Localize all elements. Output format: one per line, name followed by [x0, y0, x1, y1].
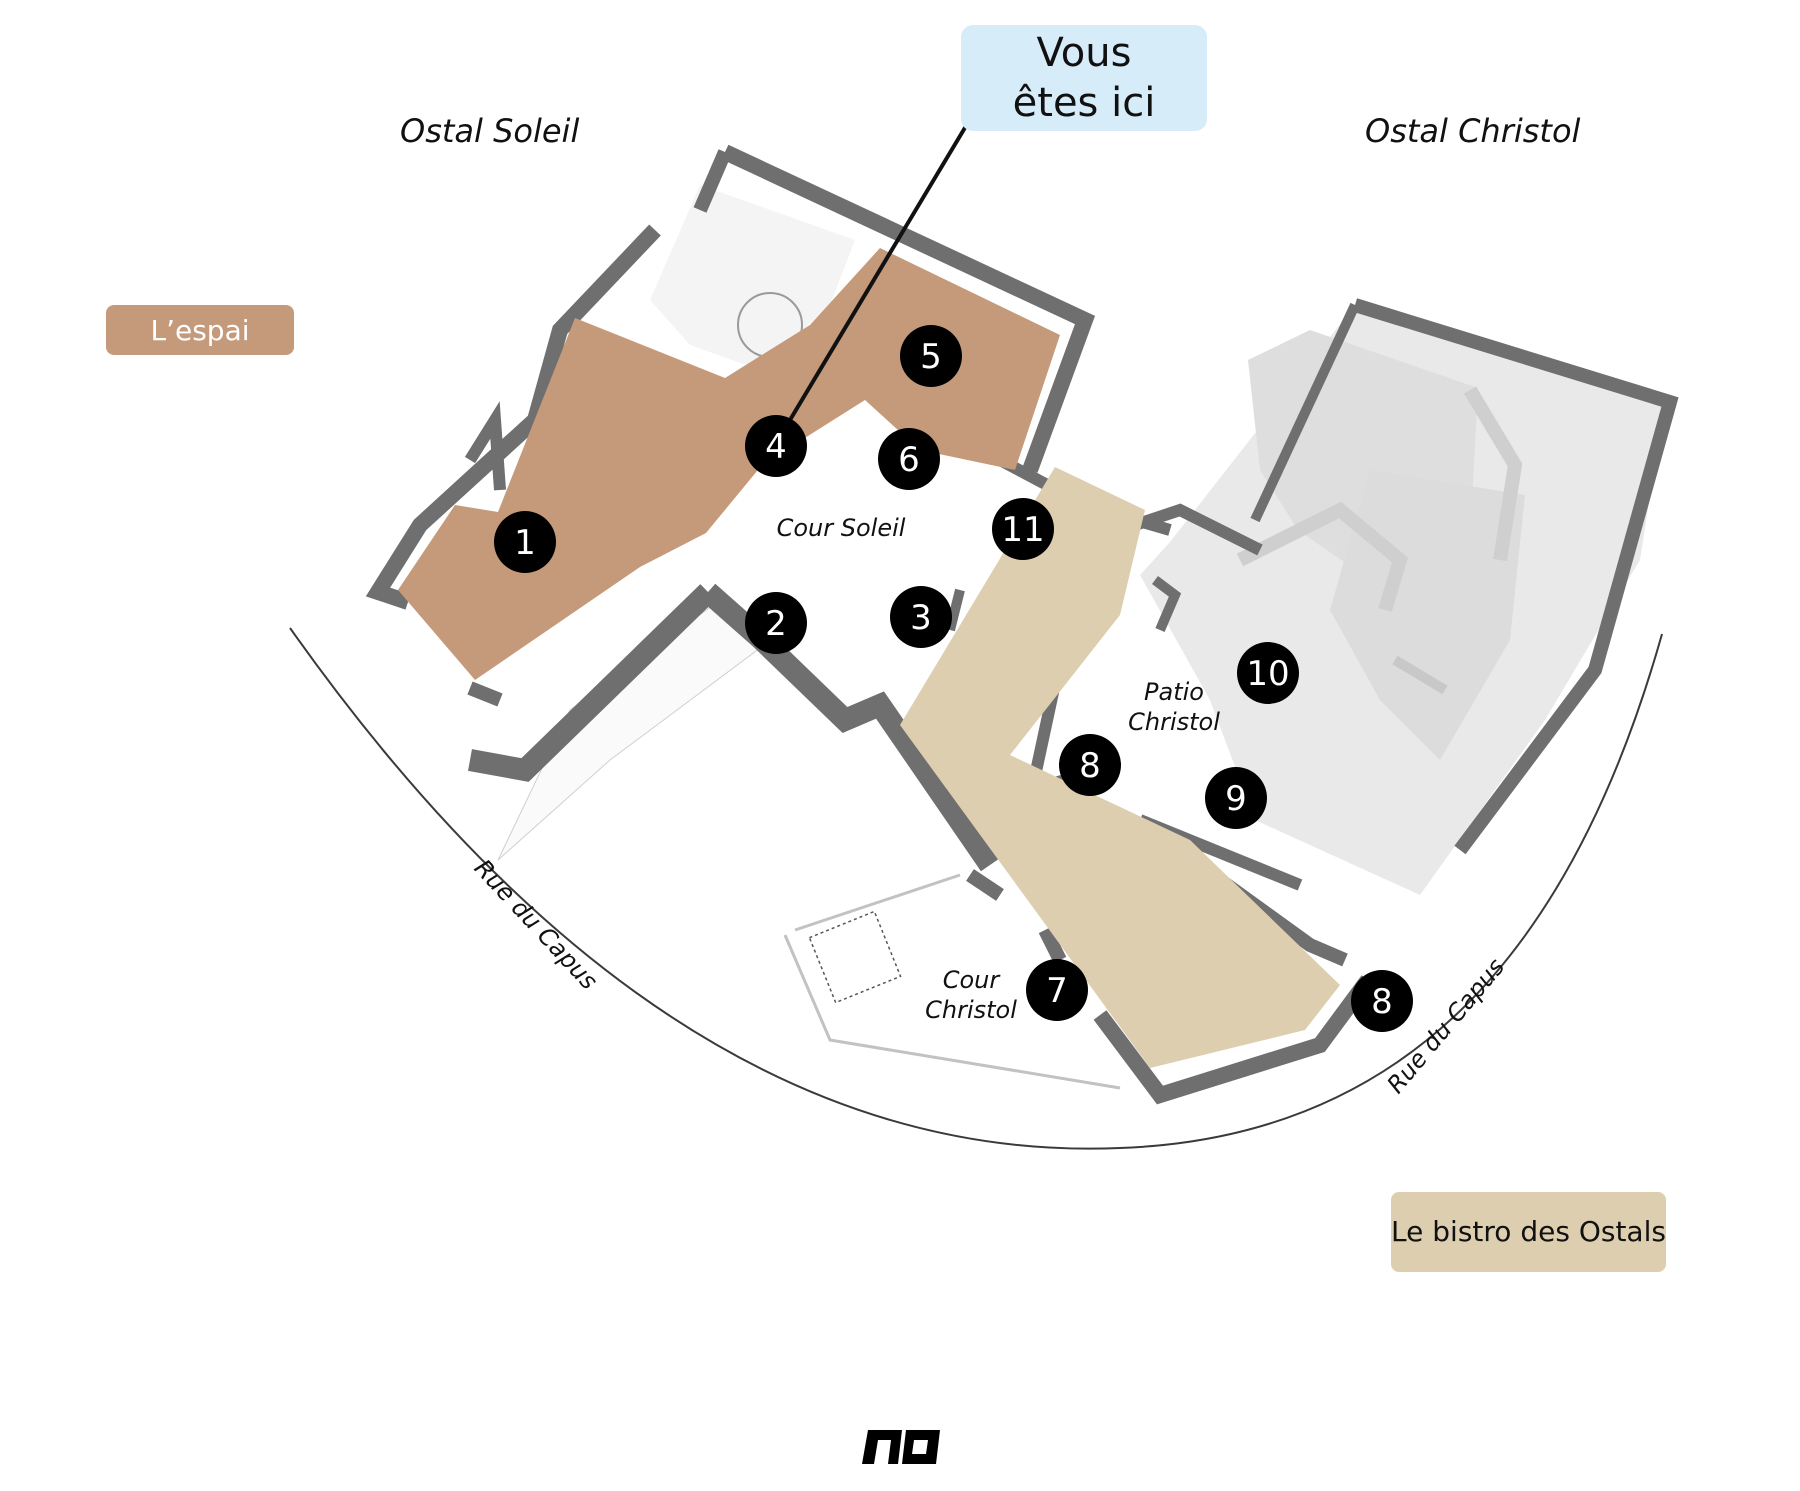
legend-bistro-label: Le bistro des Ostals — [1391, 1215, 1666, 1248]
street-curve — [289, 627, 1663, 1150]
svg-text:10: 10 — [1246, 654, 1289, 694]
marker-10: 10 — [1237, 642, 1299, 704]
marker-11: 11 — [992, 498, 1054, 560]
marker-8-patio: 8 — [1059, 734, 1121, 796]
marker-4: 4 — [745, 415, 807, 477]
svg-text:2: 2 — [765, 604, 787, 644]
you-are-here-pointer — [776, 124, 968, 442]
street-label-right: Rue du Capus — [1382, 953, 1511, 1099]
you-are-here-line2: êtes ici — [1012, 80, 1156, 126]
marker-1: 1 — [494, 511, 556, 573]
marker-7: 7 — [1026, 959, 1088, 1021]
cour-christol-label-line2: Christol — [925, 996, 1017, 1024]
logo-icon — [862, 1430, 940, 1464]
svg-text:7: 7 — [1046, 971, 1068, 1011]
street-label-left: Rue du Capus — [469, 854, 603, 995]
marker-3: 3 — [890, 586, 952, 648]
ostal-christol-plan — [1118, 298, 1679, 895]
ostal-soleil-title: Ostal Soleil — [400, 112, 580, 150]
cour-christol-outline — [783, 873, 1121, 1090]
cour-christol-label-line1: Cour — [943, 966, 1002, 994]
patio-christol-label-line1: Patio — [1144, 678, 1204, 706]
bistro-zone — [900, 467, 1340, 1068]
svg-text:9: 9 — [1225, 779, 1247, 819]
marker-5: 5 — [900, 325, 962, 387]
espai-zone — [398, 248, 1060, 680]
marker-6: 6 — [878, 428, 940, 490]
svg-text:5: 5 — [920, 337, 942, 377]
marker-8-street: 8 — [1351, 970, 1413, 1032]
marker-2: 2 — [745, 592, 807, 654]
svg-text:8: 8 — [1371, 982, 1393, 1022]
legend-espai-label: L’espai — [150, 313, 250, 347]
svg-text:8: 8 — [1079, 746, 1101, 786]
legend-espai: L’espai — [106, 305, 294, 355]
ostal-christol-title: Ostal Christol — [1365, 112, 1581, 150]
svg-text:3: 3 — [910, 598, 932, 638]
legend-bistro: Le bistro des Ostals — [1391, 1192, 1666, 1272]
cour-soleil-label: Cour Soleil — [777, 514, 906, 542]
ostal-soleil-plan — [497, 185, 855, 861]
marker-9: 9 — [1205, 767, 1267, 829]
svg-text:1: 1 — [514, 523, 536, 563]
you-are-here-line1: Vous — [1036, 30, 1132, 76]
svg-text:11: 11 — [1001, 510, 1044, 550]
svg-text:6: 6 — [898, 440, 920, 480]
svg-text:4: 4 — [765, 427, 787, 467]
patio-christol-label-line2: Christol — [1128, 708, 1220, 736]
